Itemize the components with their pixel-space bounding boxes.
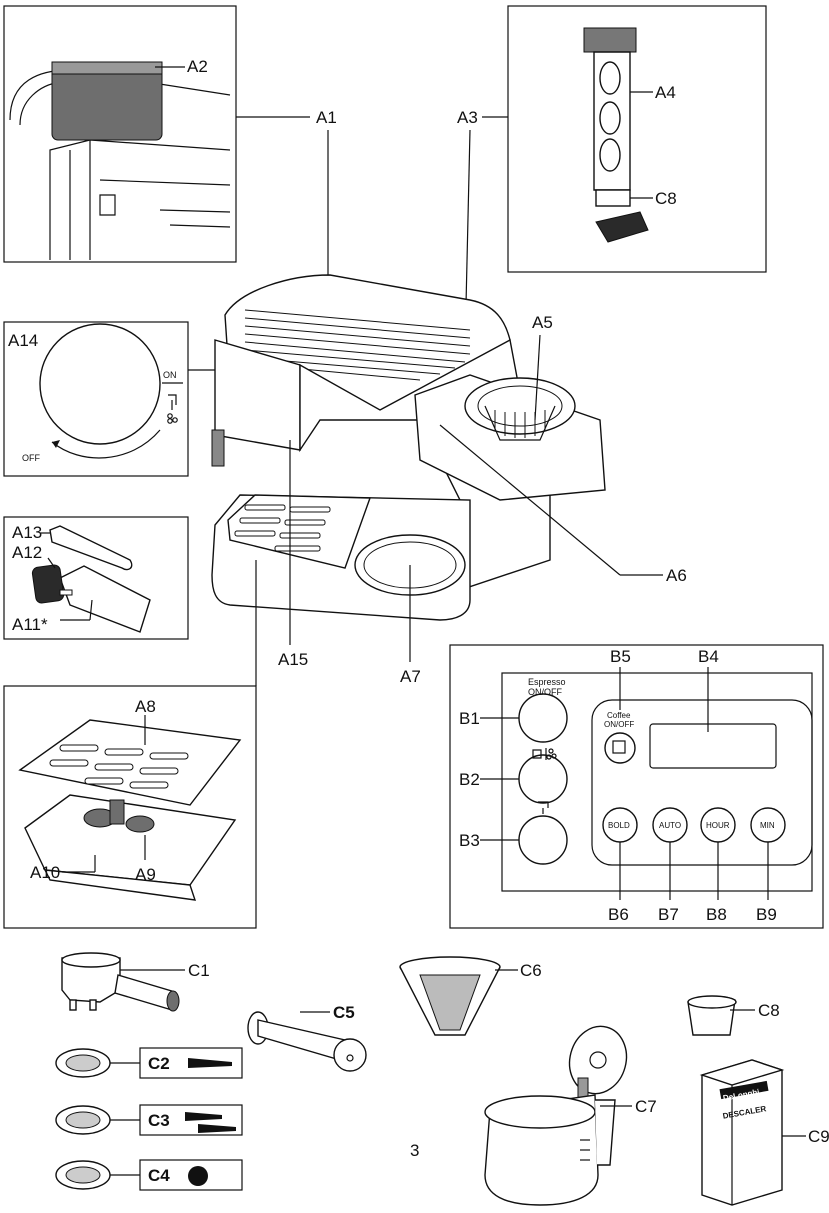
auto-label: AUTO [659,821,681,830]
label-b7: B7 [658,905,679,924]
label-c1: C1 [188,961,210,980]
dispense-button[interactable] [518,815,568,865]
label-a5: A5 [532,313,553,332]
label-c5: C5 [333,1003,355,1022]
label-c9: C9 [808,1127,829,1146]
label-b9: B9 [756,905,777,924]
espresso-label-2: ON/OFF [528,687,562,697]
label-a4: A4 [655,83,676,102]
label-a1: A1 [316,108,337,127]
tamper-c5 [247,1011,367,1072]
label-b6: B6 [608,905,629,924]
label-a7: A7 [400,667,421,686]
min-label: MIN [760,821,775,830]
coffee-label-2: ON/OFF [604,720,634,729]
espresso-label-1: Espresso [528,677,566,687]
cup-steam-icon [532,748,557,760]
carafe-icon [612,740,626,754]
label-c6: C6 [520,961,542,980]
coffee-machine-body [211,274,606,621]
label-b5: B5 [610,647,631,666]
carafe-c7 [484,1025,628,1206]
panel-a4 [507,5,767,273]
control-panel [449,644,824,929]
label-c2: C2 [148,1054,170,1073]
panel-a2 [3,5,237,263]
label-b1: B1 [459,709,480,728]
label-c3: C3 [148,1111,170,1130]
bold-label: BOLD [608,821,630,830]
knob-on-label: ON [163,370,177,380]
label-c7: C7 [635,1097,657,1116]
page-number: 3 [410,1141,419,1160]
label-c8: C8 [758,1001,780,1020]
label-a8: A8 [135,697,156,716]
label-b4: B4 [698,647,719,666]
filters-c2-c4 [55,1047,243,1191]
filter-holder-c1 [61,952,180,1012]
descaler-c9 [699,1059,785,1206]
label-a3: A3 [457,108,478,127]
hour-label: HOUR [706,821,730,830]
label-a6: A6 [666,566,687,585]
panel-a14 [3,321,215,477]
label-c8-top: C8 [655,189,677,208]
espresso-power-button[interactable] [518,693,568,743]
coffee-power-button[interactable] [604,732,636,764]
label-a10: A10 [30,863,60,882]
coffee-filter-c6 [399,956,501,1036]
panel-a8-a10 [3,560,257,929]
label-a15: A15 [278,650,308,669]
label-b8: B8 [706,905,727,924]
label-a11: A11* [12,615,48,634]
scoop-c8 [687,995,737,1036]
label-a12: A12 [12,543,42,562]
label-a2: A2 [187,57,208,76]
coffee-label-1: Coffee [607,711,631,720]
knob-off-label: OFF [22,453,40,463]
label-c4: C4 [148,1166,170,1185]
label-a9: A9 [135,865,156,884]
label-b3: B3 [459,831,480,850]
label-b2: B2 [459,770,480,789]
dispense-icon [538,801,549,814]
label-a13: A13 [12,523,42,542]
steam-hot-water-button[interactable] [518,754,568,804]
panel-a11-a13 [3,516,189,640]
label-a14: A14 [8,331,38,350]
